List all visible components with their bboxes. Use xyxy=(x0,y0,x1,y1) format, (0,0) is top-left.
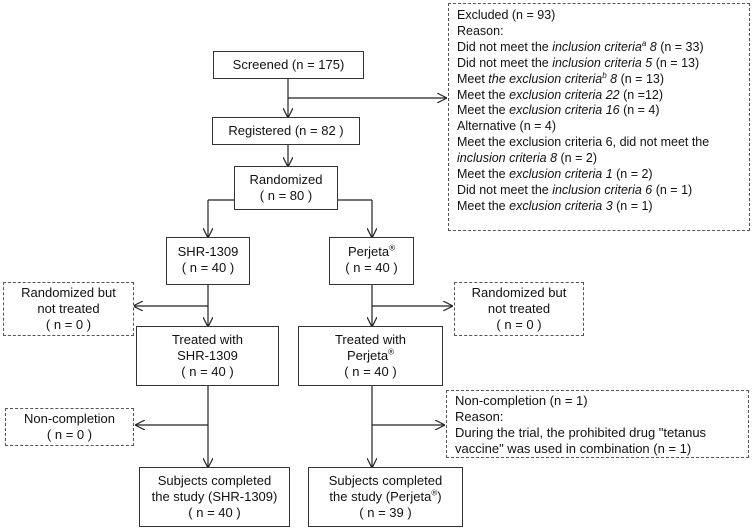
treated-shr-line2: SHR-1309 xyxy=(177,348,238,363)
excluded-reason-item: inclusion criteria 8 (n = 2) xyxy=(457,151,597,166)
not-treated-left-line2: not treated xyxy=(37,301,100,316)
randomized-label: Randomized xyxy=(249,172,323,187)
excluded-reason-item: Meet the exclusion criteria 3 (n = 1) xyxy=(457,198,653,213)
excluded-reason: Reason: xyxy=(457,23,504,38)
perjeta-arm-box: Perjeta® ( n = 40 ) xyxy=(329,237,414,285)
excluded-reason-item: Did not meet the inclusion criteria 5 (n… xyxy=(457,55,700,70)
shr-arm-label: SHR-1309 xyxy=(177,244,239,259)
registered-box: Registered (n = 82 ) xyxy=(212,117,360,145)
noncompletion-left-label: Non-completion xyxy=(23,411,116,426)
noncompletion-right-title: Non-completion (n = 1) xyxy=(455,393,588,408)
treated-perjeta-line2: Perjeta® xyxy=(346,347,395,363)
excluded-reason-item: Meet the exclusion criteria 22 (n =12) xyxy=(457,87,664,102)
not-treated-left-count: ( n = 0 ) xyxy=(45,317,92,332)
noncompletion-right-box: Non-completion (n = 1) Reason: During th… xyxy=(446,390,749,458)
not-treated-left-box: Randomized but not treated ( n = 0 ) xyxy=(3,282,134,336)
treated-perjeta-box: Treated with Perjeta® ( n = 40 ) xyxy=(298,326,443,386)
completed-shr-line2: the study (SHR-1309) xyxy=(151,489,278,504)
perjeta-arm-label: Perjeta® xyxy=(347,243,396,259)
noncompletion-left-box: Non-completion ( n = 0 ) xyxy=(5,408,134,446)
not-treated-right-line2: not treated xyxy=(487,301,551,316)
completed-perjeta-line1: Subjects completed xyxy=(328,473,443,488)
screened-label: Screened (n = 175) xyxy=(232,57,345,72)
perjeta-arm-count: ( n = 40 ) xyxy=(345,260,398,275)
completed-perjeta-line2: the study (Perjeta®) xyxy=(329,488,442,504)
completed-shr-box: Subjects completed the study (SHR-1309) … xyxy=(139,467,290,527)
shr-arm-box: SHR-1309 ( n = 40 ) xyxy=(166,237,250,285)
registered-label: Registered (n = 82 ) xyxy=(228,123,344,138)
excluded-reason-item: Did not meet the inclusion criteriaa 8 (… xyxy=(457,38,704,54)
excluded-reason-item: Meet the exclusion criteria 1 (n = 2) xyxy=(457,167,653,182)
treated-perjeta-count: ( n = 40 ) xyxy=(344,364,397,379)
excluded-reason-item: Meet the exclusion criteria 16 (n = 4) xyxy=(457,103,660,118)
noncompletion-right-detail1: During the trial, the prohibited drug "t… xyxy=(455,425,707,440)
excluded-box: Excluded (n = 93) Reason: Did not meet t… xyxy=(448,3,750,231)
noncompletion-right-reason: Reason: xyxy=(455,409,504,424)
randomized-count: ( n = 80 ) xyxy=(259,188,313,203)
not-treated-right-box: Randomized but not treated ( n = 0 ) xyxy=(454,282,584,336)
treated-shr-line1: Treated with xyxy=(171,332,244,347)
not-treated-right-count: ( n = 0 ) xyxy=(496,317,542,332)
randomized-box: Randomized ( n = 80 ) xyxy=(234,166,338,210)
excluded-title: Excluded (n = 93) xyxy=(457,8,556,22)
excluded-reason-item: Meet the exclusion criteria 6, did not m… xyxy=(457,135,710,150)
screened-box: Screened (n = 175) xyxy=(213,51,364,79)
completed-shr-line1: Subjects completed xyxy=(157,473,272,488)
completed-perjeta-count: ( n = 39 ) xyxy=(359,505,412,520)
completed-shr-count: ( n = 40 ) xyxy=(188,505,241,520)
treated-shr-box: Treated with SHR-1309 ( n = 40 ) xyxy=(136,326,279,386)
excluded-reason-list: Did not meet the inclusion criteriaa 8 (… xyxy=(457,38,749,215)
noncompletion-left-count: ( n = 0 ) xyxy=(46,427,93,442)
shr-arm-count: ( n = 40 ) xyxy=(181,260,235,275)
treated-shr-count: ( n = 40 ) xyxy=(181,364,234,379)
not-treated-right-line1: Randomized but xyxy=(471,285,567,300)
excluded-reason-item: Alternative (n = 4) xyxy=(457,119,557,134)
completed-perjeta-box: Subjects completed the study (Perjeta®) … xyxy=(308,467,463,527)
excluded-reason-item: Meet the exclusion criteriab 8 (n = 13) xyxy=(457,70,665,86)
excluded-reason-item: Did not meet the inclusion criteria 6 (n… xyxy=(457,182,693,197)
not-treated-left-line1: Randomized but xyxy=(21,285,116,300)
noncompletion-right-detail2: vaccine" was used in combination (n = 1) xyxy=(455,441,692,456)
treated-perjeta-line1: Treated with xyxy=(334,332,407,347)
